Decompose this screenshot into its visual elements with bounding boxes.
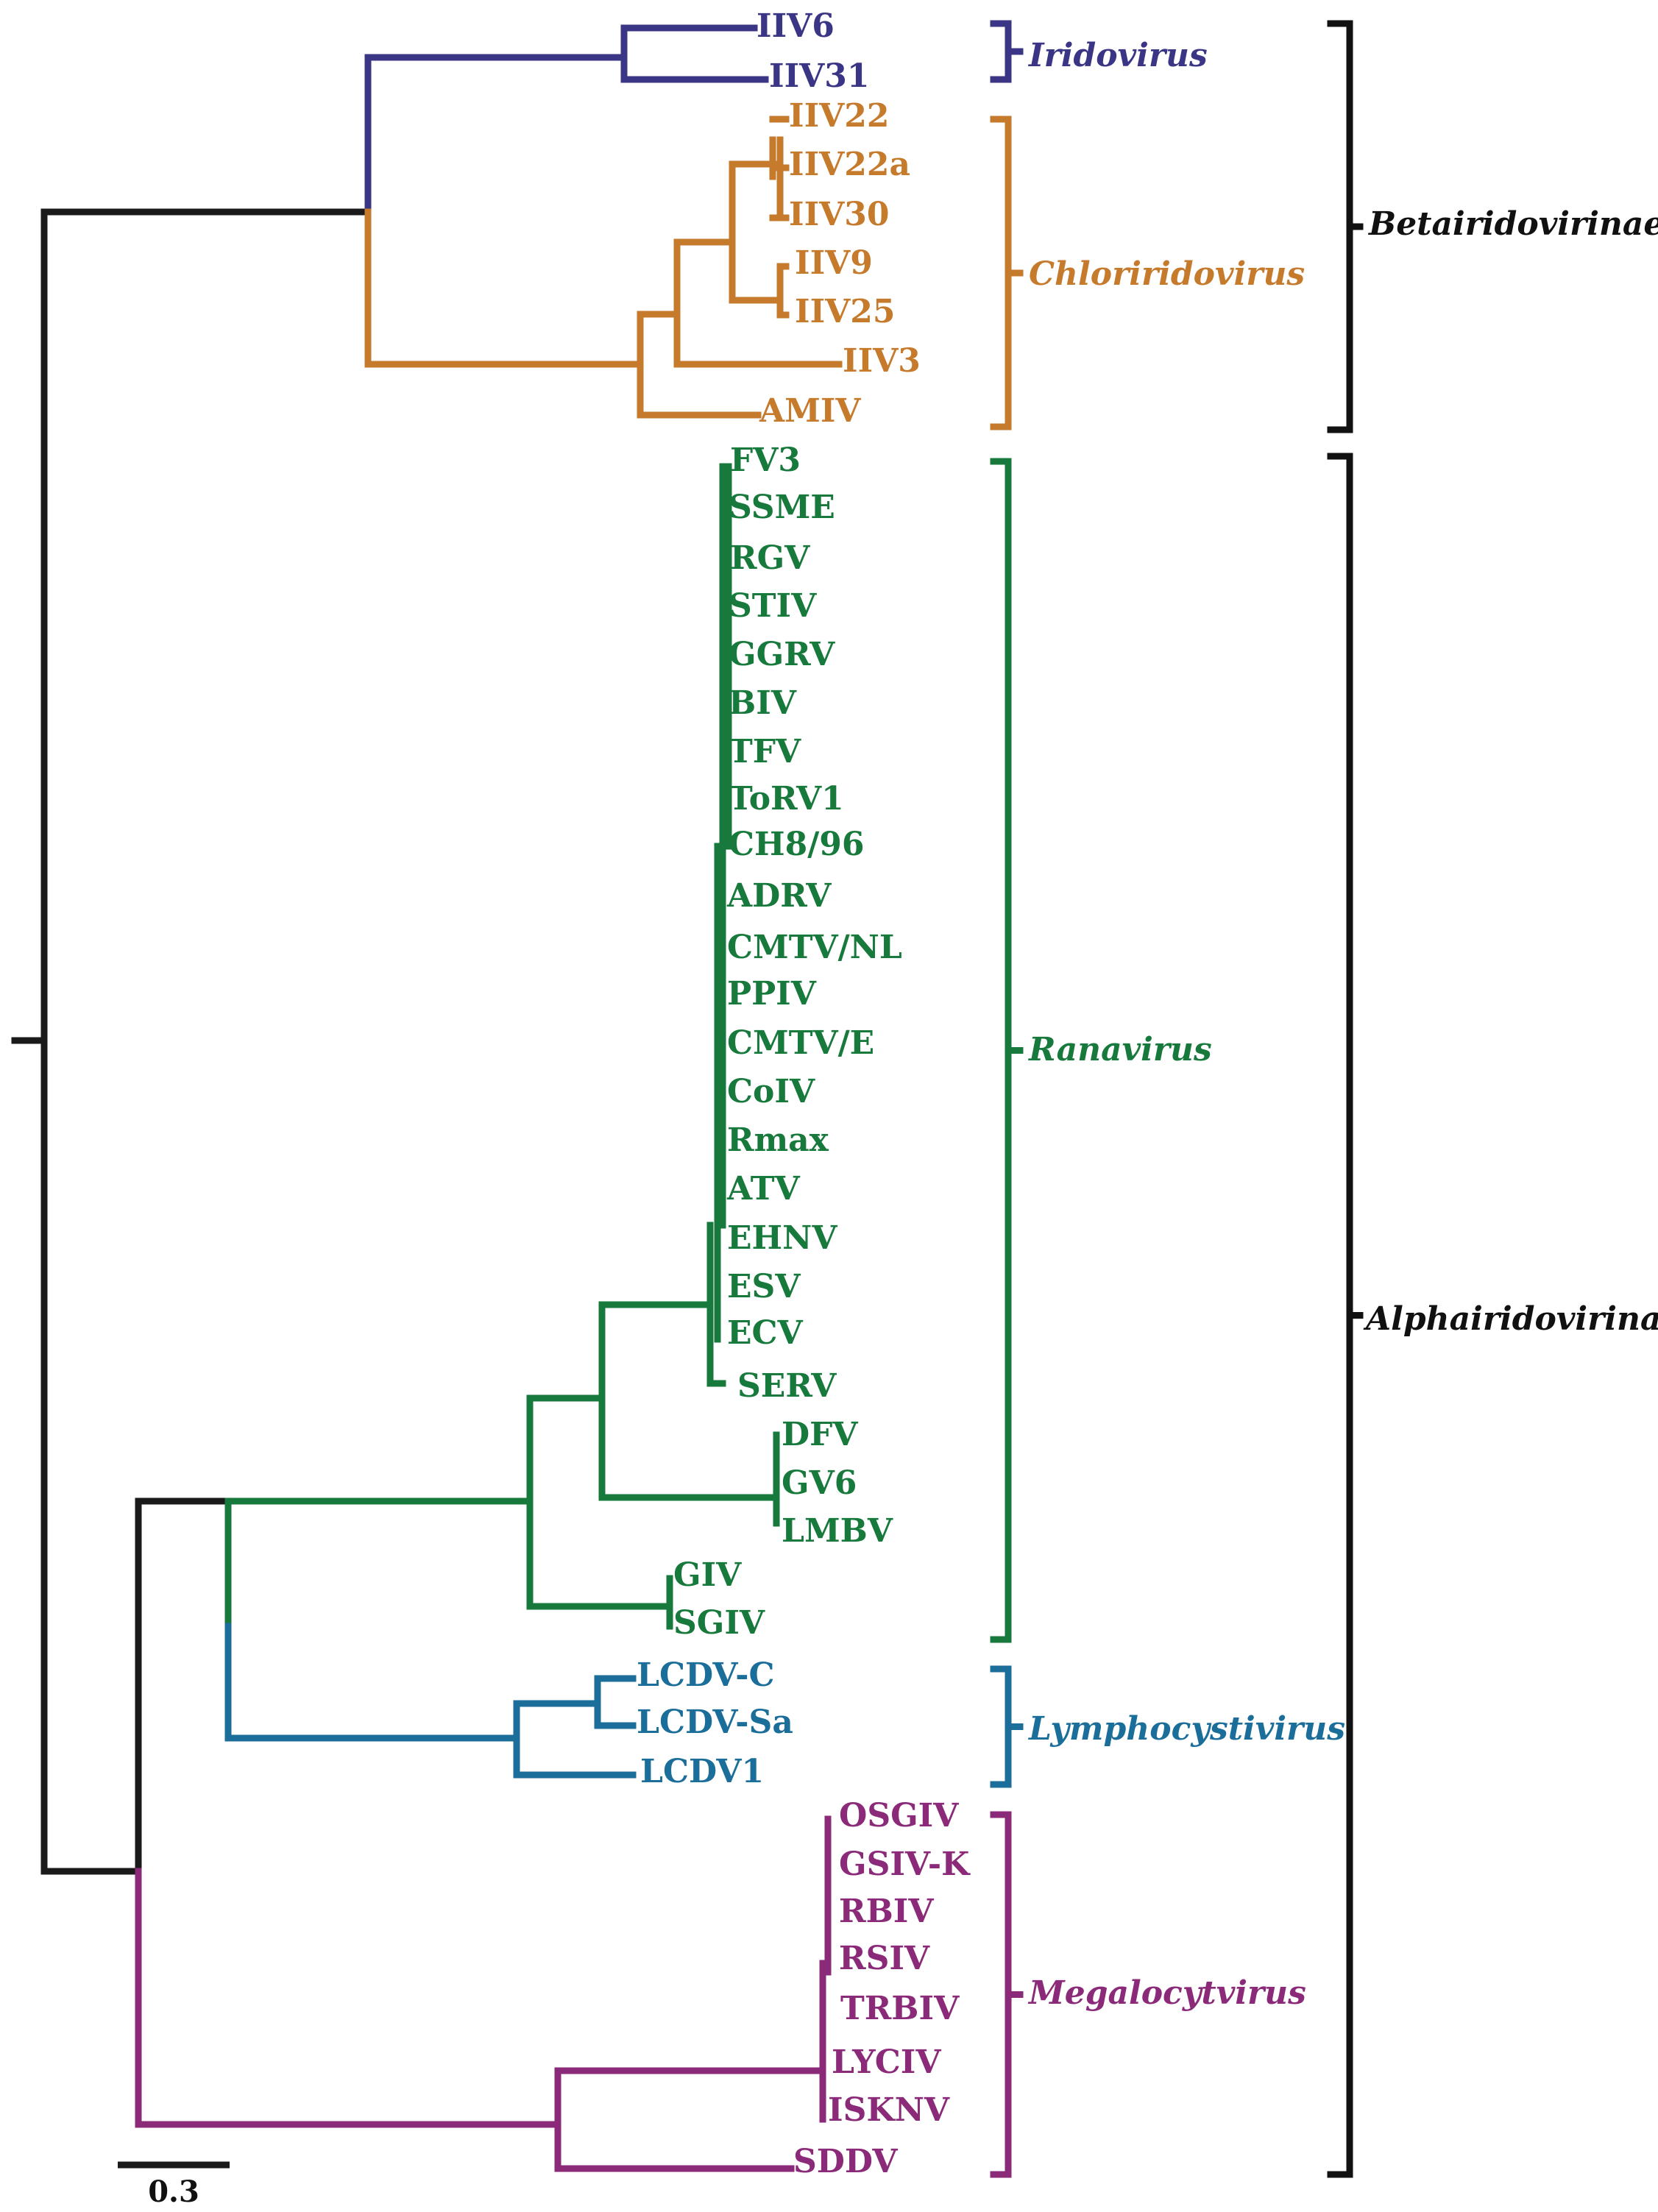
tip-label-iiv6: IIV6 (757, 7, 835, 45)
tip-label-rmax: Rmax (727, 1121, 829, 1159)
tip-labels: IIV6IIV31IIV22IIV22aIIV30IIV9IIV25IIV3AM… (637, 7, 971, 2180)
tip-label-cmtv-e: CMTV/E (727, 1024, 874, 1062)
bracket-ranavirus (990, 458, 1024, 1643)
tip-label-gv6: GV6 (782, 1464, 857, 1502)
tip-label-serv: SERV (737, 1367, 837, 1405)
genus-label-megalocytivirus: Megalocytvirus (1027, 1974, 1306, 2012)
tip-label-iiv25: IIV25 (795, 293, 896, 330)
tip-label-iiv30: IIV30 (789, 196, 890, 233)
tip-label-lcdv1: LCDV1 (640, 1753, 764, 1790)
clade-brackets (990, 20, 1364, 2178)
tip-label-ch8-96: CH8/96 (729, 826, 865, 863)
bracket-lymphocystivirus (990, 1665, 1024, 1788)
tip-label-lcdv-c: LCDV-C (637, 1656, 775, 1694)
tip-label-cmtv-nl: CMTV/NL (727, 929, 902, 966)
tip-label-ecv: ECV (727, 1314, 804, 1352)
scale-bar: 0.3 (118, 2161, 230, 2209)
tip-label-stiv: STIV (729, 587, 817, 625)
bracket-betairidovirinae (1327, 20, 1364, 433)
tip-label-tfv: TFV (729, 733, 801, 770)
tip-label-rbiv: RBIV (839, 1893, 934, 1930)
tip-label-iiv9: IIV9 (795, 244, 873, 282)
genus-label-chloriridovirus: Chloriridovirus (1029, 255, 1305, 293)
tip-label-osgiv: OSGIV (839, 1797, 959, 1835)
tip-label-ppiv: PPIV (727, 975, 817, 1013)
tip-label-lmbv: LMBV (782, 1512, 893, 1550)
tip-label-iiv22a: IIV22a (789, 146, 910, 183)
tip-label-biv: BIV (729, 684, 797, 722)
tip-label-sddv: SDDV (793, 2143, 898, 2180)
tip-label-amiv: AMIV (759, 392, 861, 430)
genus-label-lymphocystivirus: Lymphocystivirus (1027, 1710, 1345, 1748)
tip-label-adrv: ADRV (726, 877, 832, 915)
tip-label-lyciv: LYCIV (832, 2043, 941, 2081)
tip-label-torv1: ToRV1 (729, 780, 844, 818)
bracket-alphairidovirinae (1327, 453, 1364, 2178)
tip-label-rgv: RGV (730, 539, 810, 577)
tip-label-coiv: CoIV (727, 1073, 815, 1110)
tip-label-sgiv: SGIV (673, 1604, 765, 1642)
scale-bar-label: 0.3 (148, 2174, 199, 2209)
tip-label-ehnv: EHNV (727, 1219, 837, 1257)
genus-label-iridovirus: Iridovirus (1027, 37, 1208, 74)
subfamily-label-betairidovirinae: Betairidovirinae (1367, 205, 1658, 243)
subfamily-label-alphairidovirinae: Alphairidovirinae (1363, 1300, 1658, 1338)
tree-branches (11, 24, 843, 2172)
tip-label-dfv: DFV (782, 1416, 858, 1453)
tip-label-isknv: ISKNV (828, 2091, 950, 2129)
bracket-iridovirus (990, 20, 1024, 83)
tip-label-esv: ESV (727, 1268, 801, 1305)
tip-label-fv3: FV3 (730, 442, 801, 479)
bracket-megalocytivirus (990, 1811, 1024, 2178)
tip-label-atv: ATV (726, 1170, 800, 1208)
tip-label-ssme: SSME (729, 489, 835, 526)
tip-label-ggrv: GGRV (729, 636, 835, 673)
tip-label-gsiv-k: GSIV-K (839, 1846, 971, 1883)
tip-label-rsiv: RSIV (839, 1940, 930, 1977)
genus-label-ranavirus: Ranavirus (1027, 1031, 1212, 1068)
tip-label-iiv22: IIV22 (789, 97, 890, 135)
tip-label-iiv3: IIV3 (843, 342, 921, 380)
tip-label-trbiv: TRBIV (840, 1990, 960, 2027)
tip-label-iiv31: IIV31 (769, 57, 870, 95)
bracket-chloriridovirus (990, 116, 1024, 430)
tip-label-lcdv-sa: LCDV-Sa (637, 1704, 793, 1741)
tip-label-giv: GIV (673, 1556, 742, 1594)
